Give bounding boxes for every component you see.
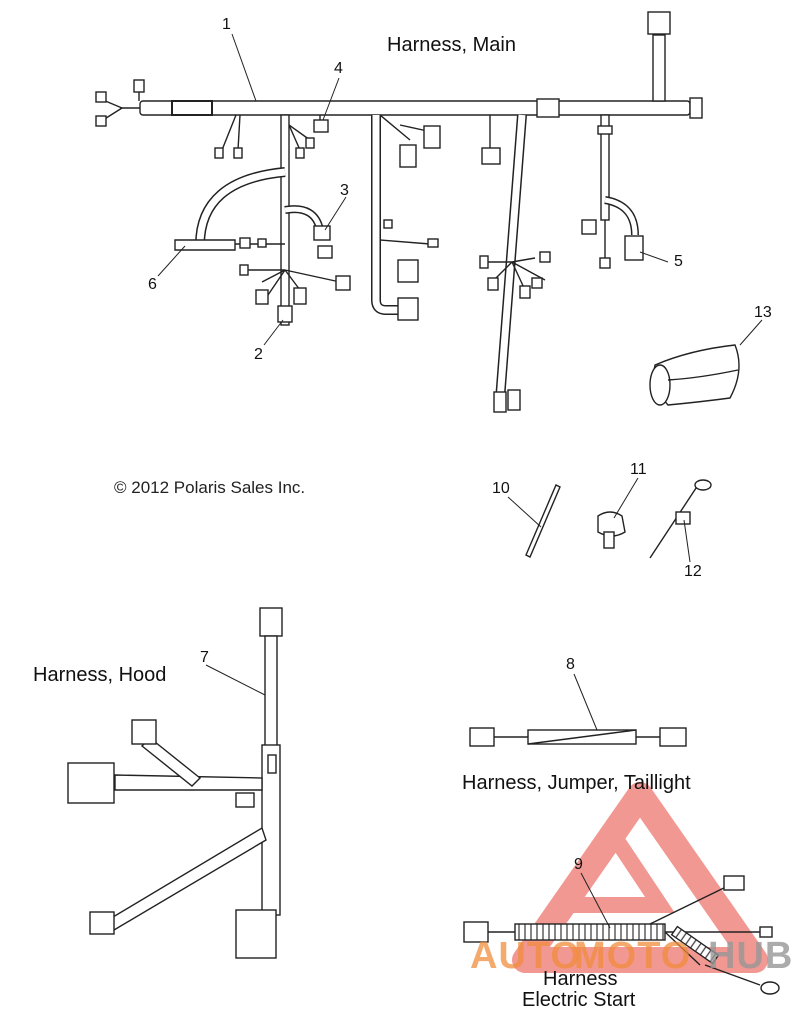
- callout-4: 4: [334, 60, 343, 77]
- watermark-auto: AUTO: [470, 935, 581, 977]
- callout-10: 10: [492, 480, 510, 497]
- callout-9: 9: [574, 856, 583, 873]
- watermark-moto: MOTO: [574, 935, 692, 977]
- title-harness-jumper: Harness, Jumper, Taillight: [462, 772, 691, 794]
- callout-12: 12: [684, 563, 702, 580]
- leader-lines: [157, 33, 763, 929]
- watermark-logo: [512, 782, 768, 973]
- title-harness-hood: Harness, Hood: [33, 664, 167, 686]
- callout-6: 6: [148, 276, 157, 293]
- callout-2: 2: [254, 346, 263, 363]
- title-electric-line1: Harness: [543, 968, 618, 990]
- small-parts: [525, 479, 712, 559]
- harness-electric-start: [463, 875, 780, 995]
- callout-5: 5: [674, 253, 683, 270]
- callout-11: 11: [630, 461, 647, 478]
- watermark-hub: HUB: [708, 935, 794, 977]
- part-13-boot: [649, 344, 740, 406]
- harness-hood: [67, 607, 283, 959]
- callout-8: 8: [566, 656, 575, 673]
- callout-1: 1: [222, 16, 231, 33]
- harness-jumper-taillight: [469, 727, 687, 747]
- callout-13: 13: [754, 304, 772, 321]
- title-electric-line2: Electric Start: [522, 989, 636, 1011]
- callout-7: 7: [200, 649, 209, 666]
- copyright-text: © 2012 Polaris Sales Inc.: [114, 478, 306, 497]
- callout-3: 3: [340, 182, 349, 199]
- title-harness-main: Harness, Main: [387, 34, 516, 56]
- harness-main: [95, 11, 703, 413]
